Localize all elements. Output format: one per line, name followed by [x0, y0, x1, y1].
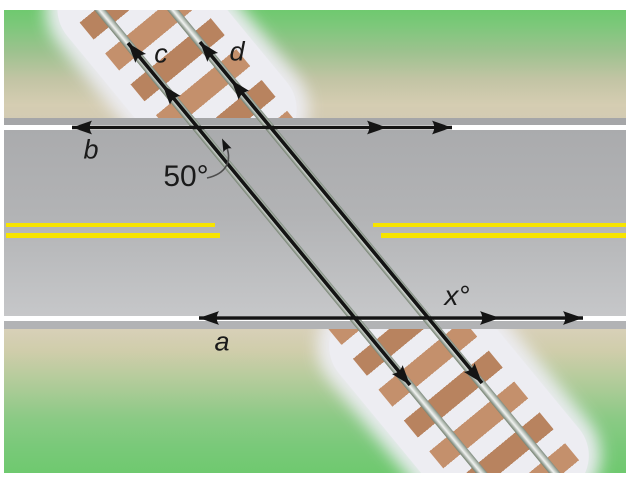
- center-line-bottom-right: [381, 233, 626, 238]
- line-a-arrow-left: [199, 311, 219, 325]
- line-d-arrow-top: [200, 42, 219, 62]
- line-d: [198, 40, 484, 385]
- line-a-arrow-right: [563, 311, 583, 325]
- line-d-label: d: [229, 36, 245, 67]
- line-c: [126, 41, 412, 387]
- center-line-bottom-left: [6, 233, 220, 238]
- angle-x-label: x°: [444, 280, 470, 311]
- line-c-parallel-mark: [162, 85, 181, 105]
- diagram-scene: c d b a 50° x°: [4, 10, 626, 473]
- angle-50-label: 50°: [163, 160, 209, 193]
- line-d-arrow-bottom: [463, 363, 482, 383]
- center-line-top-right: [373, 222, 626, 227]
- geometry-lines-overlay: [72, 40, 583, 387]
- road-shoulder-bottom: [4, 321, 626, 329]
- angle-leader-arrow: [222, 138, 232, 153]
- line-b-arrow-right: [432, 120, 452, 135]
- line-b-parallel-mark: [367, 120, 387, 135]
- line-b-label: b: [83, 134, 99, 165]
- line-b-arrow-left: [72, 120, 92, 135]
- road-shoulder-top: [4, 118, 626, 125]
- center-line-top-left: [6, 222, 215, 227]
- line-a-parallel-mark: [480, 311, 500, 325]
- line-c-arrow-top: [128, 43, 147, 63]
- grass-bottom: [4, 329, 626, 473]
- line-d-parallel-mark: [231, 80, 250, 100]
- line-a-label: a: [214, 326, 230, 357]
- line-c-arrow-bottom: [391, 365, 410, 385]
- grass-top: [4, 10, 626, 118]
- line-c-label: c: [154, 38, 168, 69]
